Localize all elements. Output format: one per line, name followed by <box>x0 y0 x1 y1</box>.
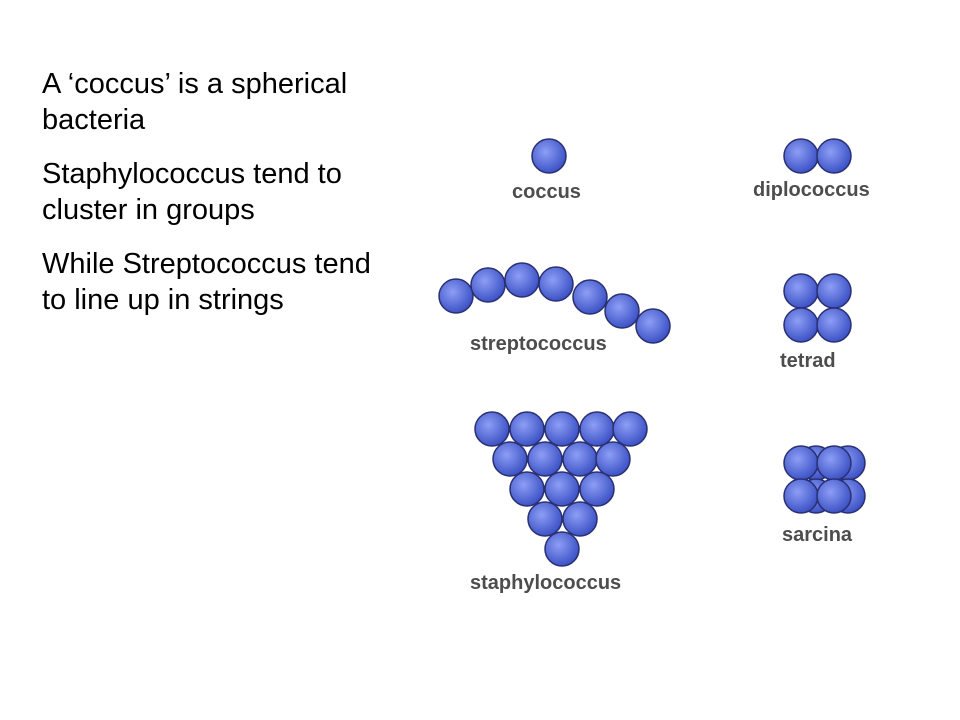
staphylococcus-cell <box>579 411 615 447</box>
staphylococcus-cell <box>595 441 631 477</box>
streptococcus-cell <box>538 266 574 302</box>
staphylococcus-description: Staphylococcus tend to cluster in groups <box>42 158 342 226</box>
tetrad-cell <box>816 307 852 343</box>
streptococcus-cell <box>470 267 506 303</box>
staphylococcus-cell <box>509 471 545 507</box>
streptococcus-description: While Streptococcus tend to line up in s… <box>42 248 371 316</box>
tetrad-group <box>783 273 852 343</box>
coccus-definition: A ‘coccus’ is a spherical bacteria <box>42 68 348 136</box>
diplococcus-cell <box>816 138 852 174</box>
streptococcus-cell <box>635 308 671 344</box>
coccus-group <box>531 138 567 174</box>
diplococcus-cell <box>783 138 819 174</box>
tetrad-cell <box>783 307 819 343</box>
staphylococcus-cell <box>579 471 615 507</box>
streptococcus-label: streptococcus <box>470 333 607 355</box>
sarcina-group <box>783 445 866 514</box>
staphylococcus-cell <box>509 411 545 447</box>
staphylococcus-cell <box>492 441 528 477</box>
staphylococcus-cell <box>527 441 563 477</box>
coccus-cell <box>531 138 567 174</box>
tetrad-cell <box>783 273 819 309</box>
staphylococcus-group <box>474 411 648 567</box>
tetrad-label: tetrad <box>780 350 836 372</box>
sarcina-cell <box>783 478 819 514</box>
streptococcus-cell <box>572 279 608 315</box>
staphylococcus-cell <box>474 411 510 447</box>
staphylococcus-cell <box>562 441 598 477</box>
streptococcus-group <box>438 262 671 344</box>
coccus-label: coccus <box>512 181 581 203</box>
staphylococcus-cell <box>544 471 580 507</box>
staphylococcus-label: staphylococcus <box>470 572 621 594</box>
streptococcus-cell <box>604 293 640 329</box>
sarcina-label: sarcina <box>782 524 853 546</box>
tetrad-cell <box>816 273 852 309</box>
diplococcus-label: diplococcus <box>753 179 870 201</box>
sarcina-cell <box>816 445 852 481</box>
staphylococcus-cell <box>544 411 580 447</box>
staphylococcus-cell <box>612 411 648 447</box>
staphylococcus-cell <box>562 501 598 537</box>
sarcina-cell <box>816 478 852 514</box>
streptococcus-cell <box>504 262 540 298</box>
staphylococcus-cell <box>544 531 580 567</box>
diplococcus-group <box>783 138 852 174</box>
staphylococcus-cell <box>527 501 563 537</box>
text-block: A ‘coccus’ is a spherical bacteria Staph… <box>42 66 402 336</box>
sarcina-cell <box>783 445 819 481</box>
streptococcus-cell <box>438 278 474 314</box>
